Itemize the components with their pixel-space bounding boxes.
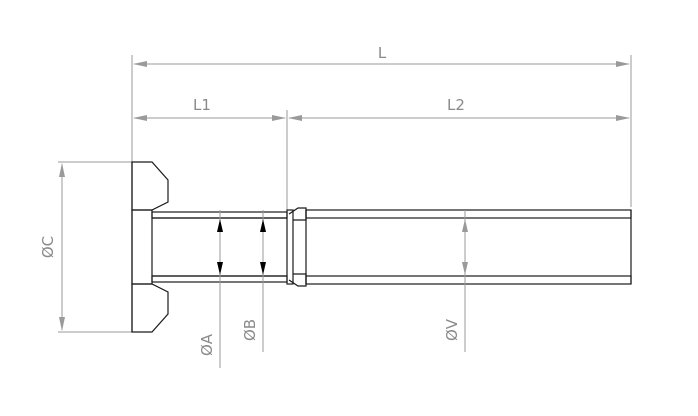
dimension-diameter-c-label: ØC (39, 236, 57, 258)
dimension-diameter-b: ØB (241, 210, 266, 352)
dimension-l1: L1 (133, 96, 288, 212)
dimension-diameter-a: ØA (198, 210, 223, 368)
dimension-l2-label: L2 (447, 96, 465, 114)
joint-ring (286, 207, 307, 287)
dimension-l: L (131, 44, 632, 207)
dimension-diameter-b-label: ØB (241, 319, 259, 341)
dimension-diameter-v-label: ØV (443, 318, 461, 341)
dimension-diameter-v: ØV (443, 210, 468, 352)
long-tube (305, 209, 632, 285)
dimension-diameter-a-label: ØA (198, 333, 216, 356)
dimension-diameter-c: ØC (39, 161, 132, 333)
dimension-l1-label: L1 (193, 96, 211, 114)
dimension-l2: L2 (288, 96, 630, 121)
flange (131, 161, 169, 333)
dimension-l-label: L (378, 44, 387, 62)
